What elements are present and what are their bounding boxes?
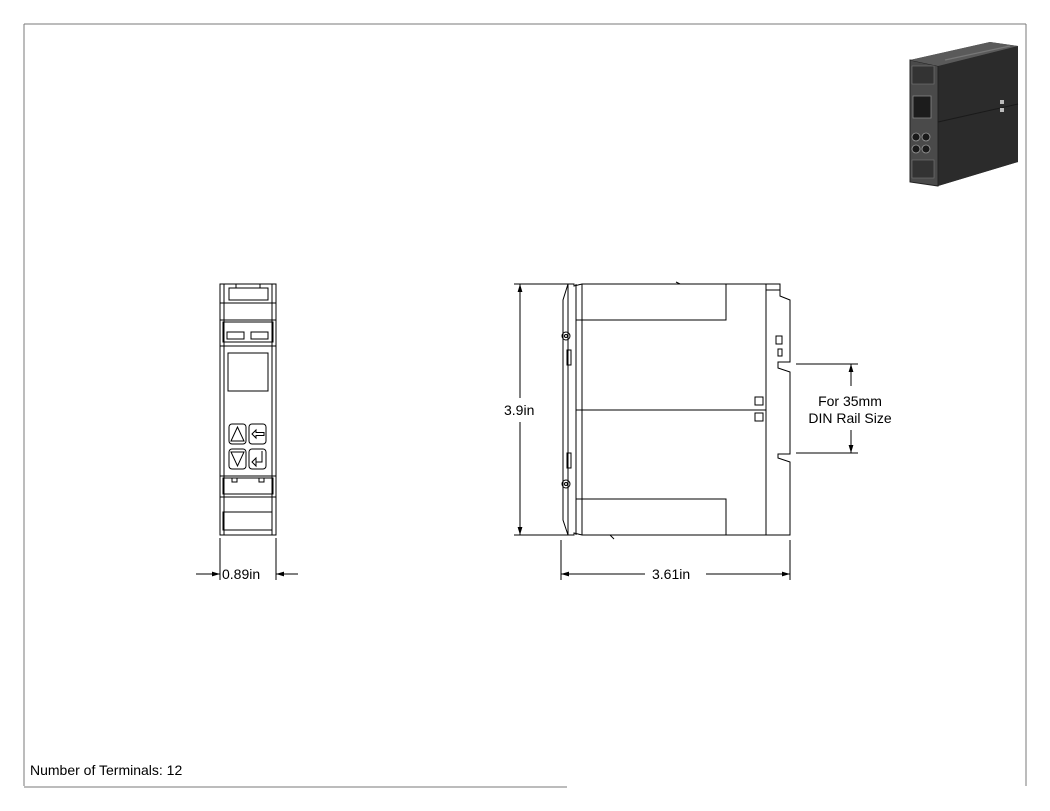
down-arrow-icon [230, 451, 245, 468]
din-rail-label: For 35mm DIN Rail Size [800, 393, 900, 427]
din-rail-line1: For 35mm [818, 393, 882, 409]
height-label: 3.9in [504, 402, 535, 418]
up-arrow-icon [230, 425, 245, 442]
sheet-border [23, 23, 1027, 788]
enter-arrow-icon [251, 451, 263, 468]
depth-label: 3.61in [652, 566, 691, 582]
din-rail-line2: DIN Rail Size [808, 410, 892, 426]
depth-dimension [560, 540, 791, 580]
side-view [561, 281, 791, 540]
width-dimension [196, 538, 298, 580]
width-label: 0.89in [222, 566, 261, 582]
product-thumbnail [909, 42, 1019, 187]
back-arrow-icon [251, 428, 265, 440]
front-view [219, 283, 277, 536]
height-dimension [514, 283, 568, 536]
din-rail-dimension [796, 363, 858, 454]
terminals-note: Number of Terminals: 12 [30, 762, 183, 778]
